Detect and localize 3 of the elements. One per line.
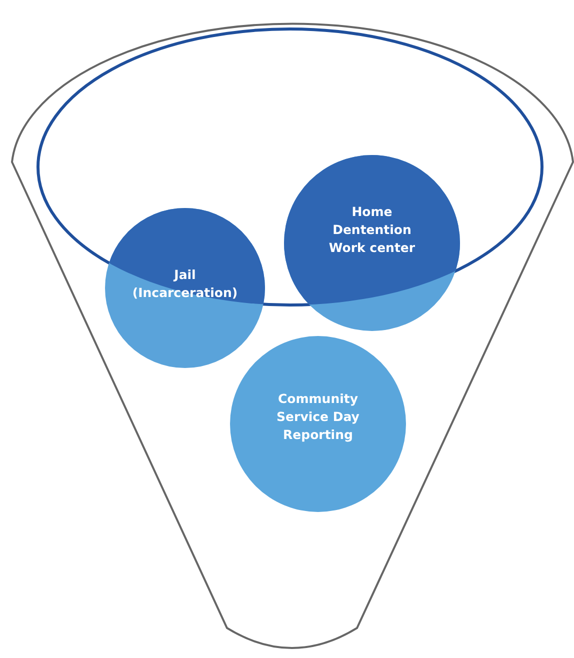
circle-label: Home Dentention Work center xyxy=(328,203,416,258)
circle-label: Community Service Day Reporting xyxy=(276,390,360,444)
circle-label: Jail (Incarceration) xyxy=(131,266,239,302)
